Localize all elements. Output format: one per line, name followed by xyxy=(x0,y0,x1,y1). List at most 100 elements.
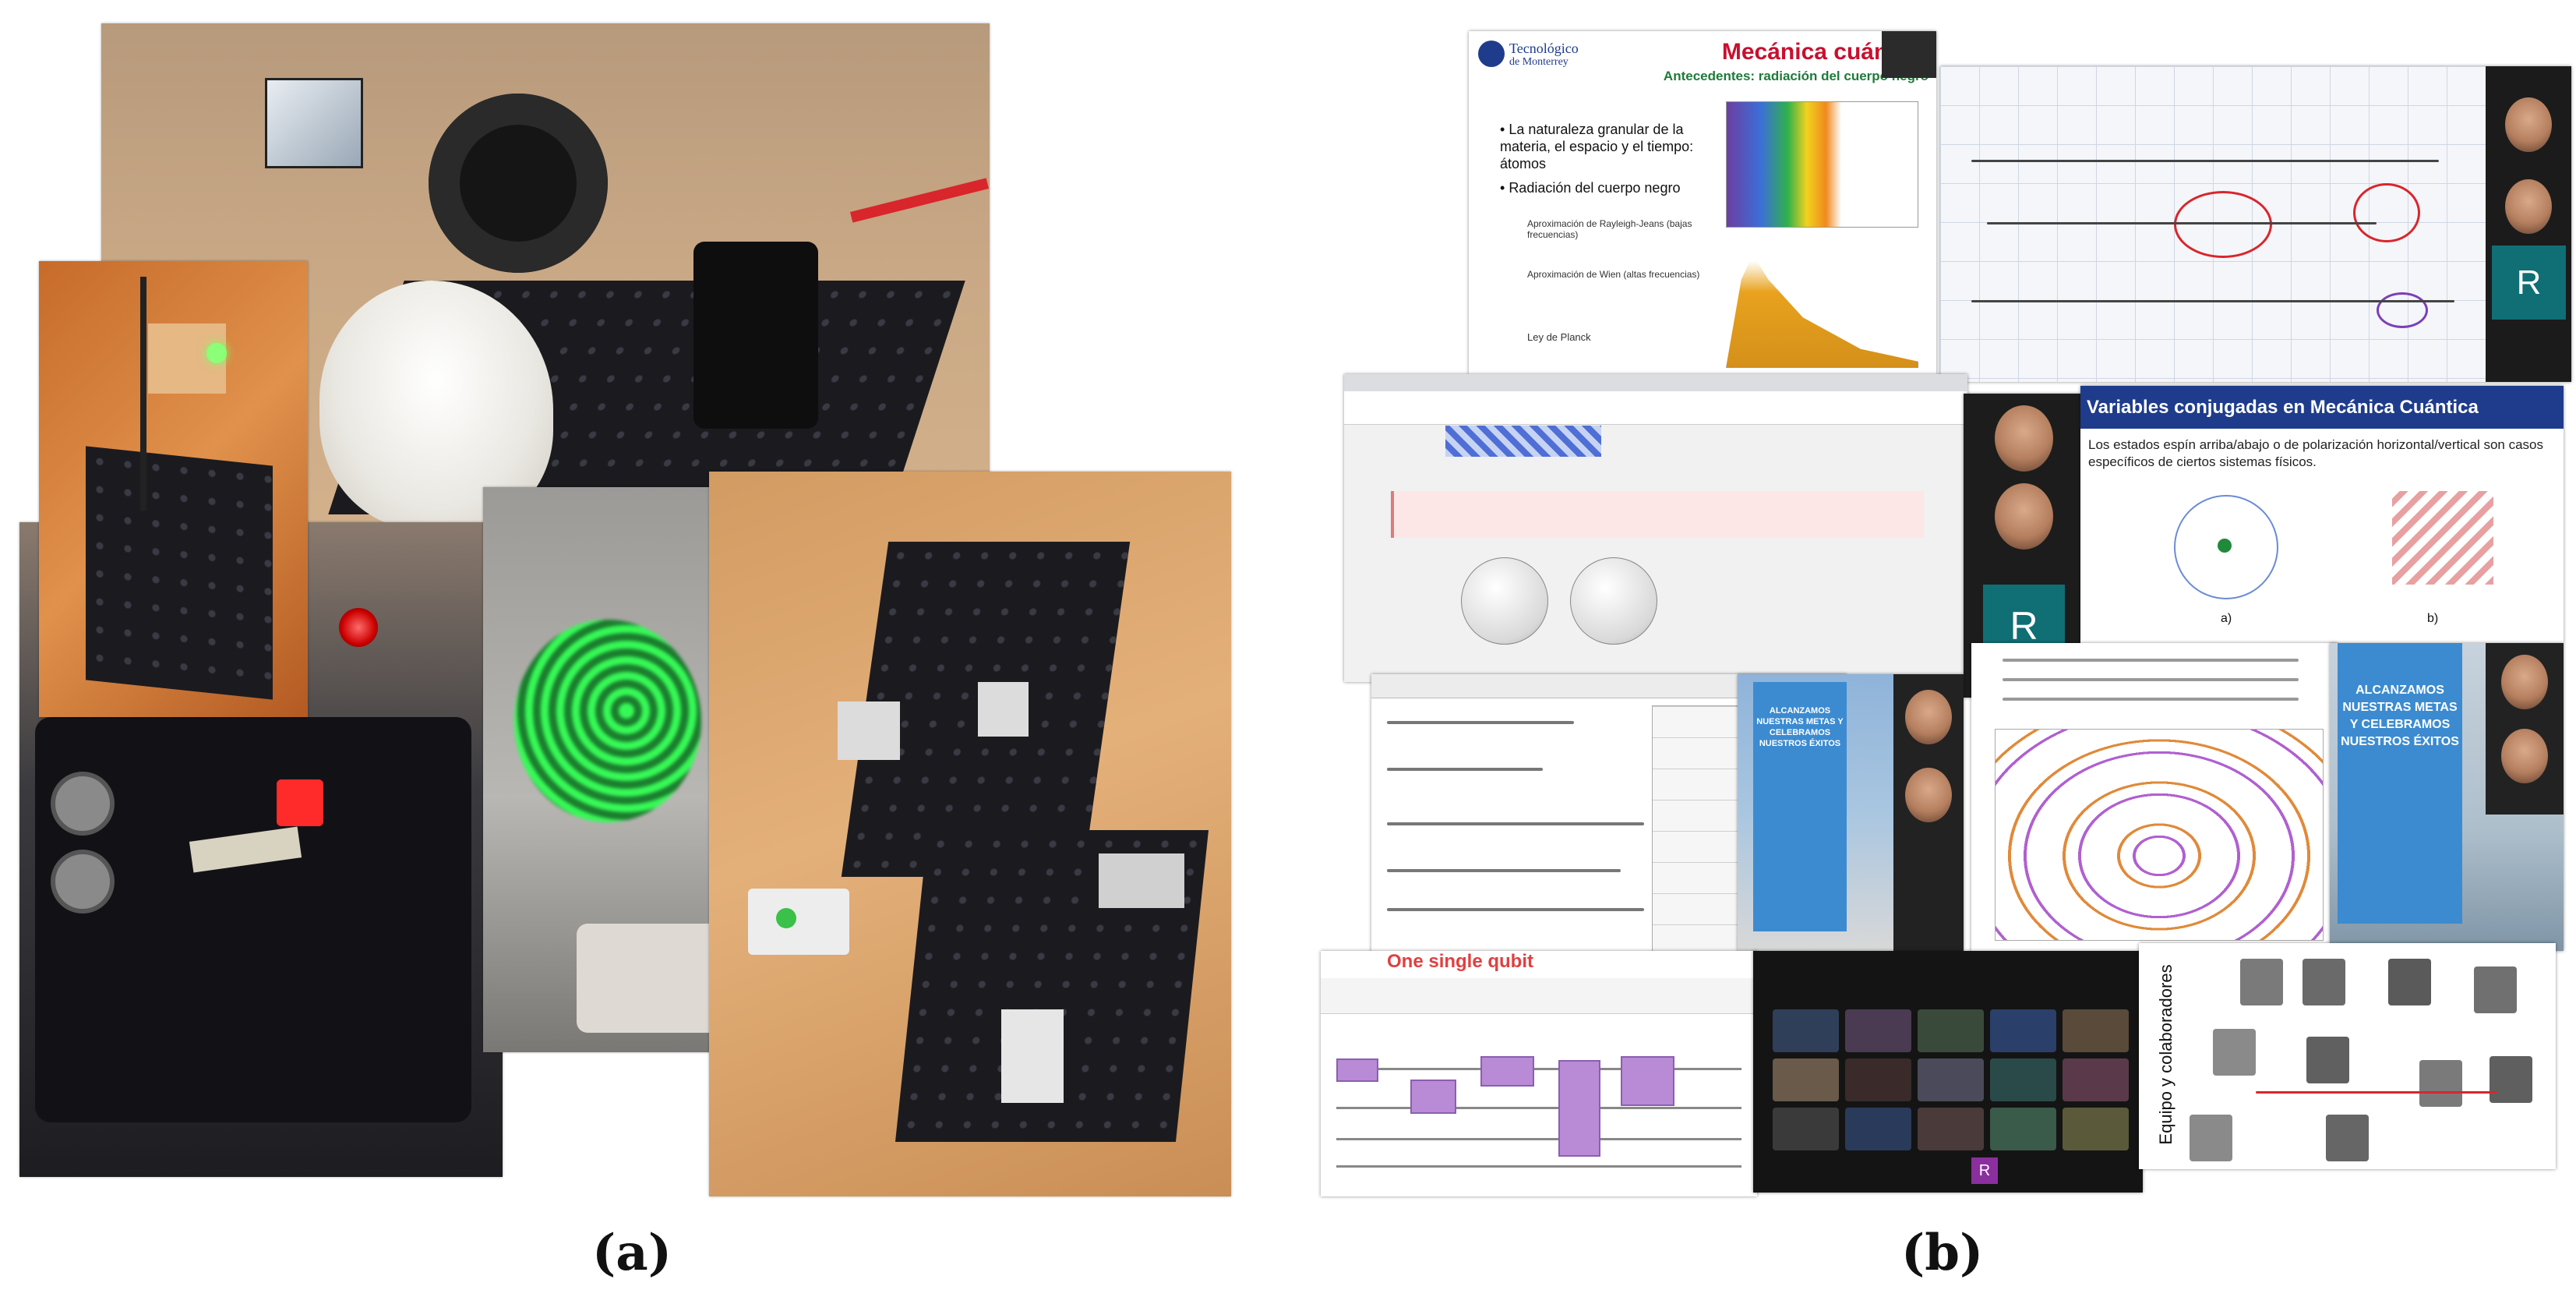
math-stroke-3 xyxy=(1971,300,2454,302)
gallery-tile-1 xyxy=(1773,1009,1839,1052)
team-photo-10 xyxy=(2326,1115,2369,1161)
math-stroke-1 xyxy=(1971,160,2439,162)
panel-b-label: (b) xyxy=(1901,1224,1984,1282)
bullet-1-text: La naturaleza granular de la materia, el… xyxy=(1500,122,1694,171)
team-photo-1 xyxy=(2240,959,2283,1005)
logo-line2: de Monterrey xyxy=(1509,56,1569,68)
slider-1 xyxy=(2003,659,2299,662)
qubit-line-2 xyxy=(1336,1107,1741,1109)
participant-face-1 xyxy=(2505,97,2552,152)
gallery-tile-15 xyxy=(2063,1108,2129,1150)
formula-row-5 xyxy=(1387,908,1644,911)
team-photo-6 xyxy=(2306,1037,2349,1083)
gate-2 xyxy=(1410,1080,1456,1114)
banner-left-text: ALCANZAMOS NUESTRAS METAS Y CELEBRAMOS N… xyxy=(1756,706,1844,748)
polarization-arrows xyxy=(2392,491,2493,585)
banner-right-text: ALCANZAMOS NUESTRAS METAS Y CELEBRAMOS N… xyxy=(2341,684,2459,748)
post-holder xyxy=(693,242,818,429)
gate-4 xyxy=(1558,1060,1600,1157)
formula-row-1 xyxy=(1387,721,1574,724)
orange-bench-breadboard xyxy=(86,446,273,700)
participant-face-7 xyxy=(2501,655,2548,709)
formula-row-3 xyxy=(1387,822,1644,825)
slide-subtitle: Antecedentes: radiación del cuerpo negro xyxy=(1663,69,1928,83)
sub-bullet-2: Aproximación de Wien (altas frecuencias) xyxy=(1527,269,1700,280)
red-ink-circle-2 xyxy=(2353,183,2420,242)
jupyter-bloch-notebook xyxy=(1344,374,1967,682)
team-title: Equipo y colaboradores xyxy=(2156,964,2175,1145)
notebook-cell-highlight xyxy=(1391,491,1924,538)
team-photo-9 xyxy=(2190,1115,2232,1161)
connector-left xyxy=(51,772,115,836)
purple-ink-circle xyxy=(2377,292,2428,328)
cube-beamsplitter xyxy=(265,78,363,168)
heatmap-plot-fragment xyxy=(1445,426,1601,457)
presenter-thumbnail xyxy=(1882,31,1936,78)
panel-a-label: (a) xyxy=(592,1224,672,1282)
circuit-toolbar xyxy=(1321,978,1757,1014)
avatar-r-3: R xyxy=(1971,1157,1998,1184)
planck-curves-plot xyxy=(1726,101,1918,228)
gallery-tile-9 xyxy=(1990,1058,2056,1101)
gallery-tile-12 xyxy=(1845,1108,1911,1150)
red-knob xyxy=(277,779,323,826)
gallery-tile-8 xyxy=(1918,1058,1984,1101)
bullet-2-text: Radiación del cuerpo negro xyxy=(1509,180,1681,196)
team-photo-7 xyxy=(2419,1060,2462,1107)
bloch-sphere-2 xyxy=(1570,557,1657,645)
team-photo-8 xyxy=(2490,1056,2532,1103)
participant-face-4 xyxy=(1995,483,2053,550)
bullet-1: • La naturaleza granular de la materia, … xyxy=(1500,122,1694,171)
spin-diagram xyxy=(2174,495,2278,599)
team-photo-5 xyxy=(2213,1029,2256,1076)
banner-left: ALCANZAMOS NUESTRAS METAS Y CELEBRAMOS N… xyxy=(1753,682,1847,931)
participant-face-6 xyxy=(1905,768,1952,822)
qubit-line-4 xyxy=(1336,1165,1741,1168)
gallery-tile-6 xyxy=(1773,1058,1839,1101)
gallery-tile-10 xyxy=(2063,1058,2129,1101)
bloch-sphere-1 xyxy=(1461,557,1548,645)
gallery-tile-5 xyxy=(2063,1009,2129,1052)
quantum-circuit-composer: One single qubit xyxy=(1321,951,1757,1196)
screwdriver xyxy=(849,178,990,223)
gate-3 xyxy=(1480,1056,1534,1087)
post-rod xyxy=(140,277,146,511)
photo-orange-bench xyxy=(39,261,308,717)
detector-box-4 xyxy=(1099,853,1184,908)
math-stroke-2 xyxy=(1987,222,2377,224)
formula-row-2 xyxy=(1387,768,1543,771)
conjugate-title: Variables conjugadas en Mecánica Cuántic… xyxy=(2080,386,2564,429)
fig-label-a: a) xyxy=(2221,612,2232,625)
team-collaborators-chart: Equipo y colaboradores xyxy=(2139,943,2556,1169)
team-photo-4 xyxy=(2474,967,2517,1013)
detector-box-1 xyxy=(838,701,900,760)
sub-bullet-1: Aproximación de Rayleigh-Jeans (bajas fr… xyxy=(1527,218,1692,240)
gallery-tile-11 xyxy=(1773,1108,1839,1150)
conjugate-body: Los estados espín arriba/abajo o de pola… xyxy=(2088,437,2544,469)
helix-3d-plot xyxy=(1971,643,2338,955)
banner-right: ALCANZAMOS NUESTRAS METAS Y CELEBRAMOS N… xyxy=(2338,643,2462,924)
gate-1 xyxy=(1336,1058,1378,1082)
photo-optical-table xyxy=(709,472,1231,1196)
avatar-r-1: R xyxy=(2492,246,2566,320)
slide-conjugate-variables: Variables conjugadas en Mecánica Cuántic… xyxy=(2080,386,2564,643)
participant-face-3 xyxy=(1995,405,2053,472)
logo-line1: Tecnológico xyxy=(1509,41,1579,56)
gallery-tile-13 xyxy=(1918,1108,1984,1150)
blackbody-spectrum-plot xyxy=(1726,254,1918,368)
helix-plot-box xyxy=(1995,729,2324,941)
participant-face-8 xyxy=(2501,729,2548,783)
detector-box-2 xyxy=(978,682,1029,737)
whiteboard-math: R xyxy=(1940,66,2571,382)
participant-face-2 xyxy=(2505,179,2552,234)
spin-center-dot xyxy=(2218,539,2232,553)
team-photo-2 xyxy=(2303,959,2345,1005)
formula-row-4 xyxy=(1387,869,1621,872)
detector-box-5 xyxy=(1001,1009,1064,1103)
red-indicator-light xyxy=(339,608,378,647)
sub-bullet-3: Ley de Planck xyxy=(1527,331,1591,343)
photo-interference-pattern xyxy=(483,487,736,1052)
circuit-title: One single qubit xyxy=(1387,951,1534,972)
browser-tab-bar xyxy=(1344,374,1967,391)
qubit-line-3 xyxy=(1336,1138,1741,1140)
